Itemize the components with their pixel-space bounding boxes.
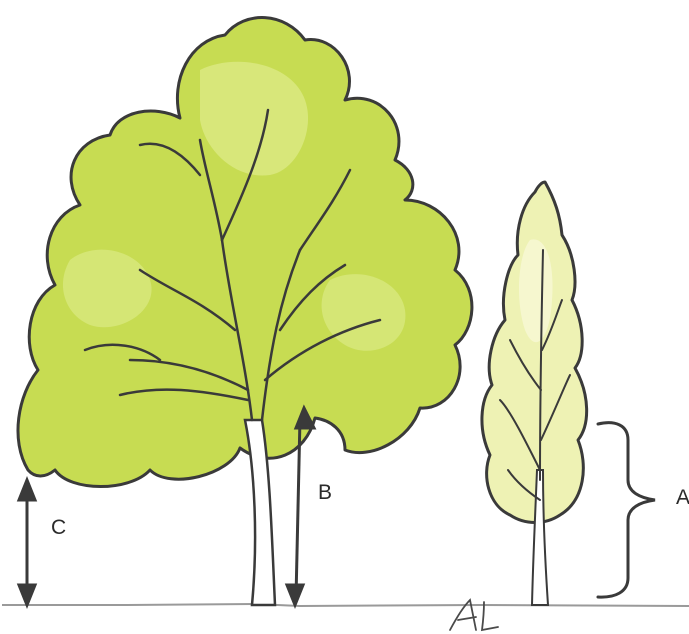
label-a: A bbox=[676, 486, 689, 510]
broadleaf-tree bbox=[18, 18, 472, 605]
bracket-a bbox=[598, 423, 655, 597]
columnar-highlight bbox=[519, 239, 553, 342]
label-b: B bbox=[318, 481, 332, 505]
ground-line bbox=[2, 604, 689, 606]
dimension-c bbox=[19, 480, 35, 605]
columnar-tree bbox=[482, 182, 587, 605]
columnar-canopy bbox=[482, 182, 587, 523]
label-c: C bbox=[51, 516, 66, 540]
